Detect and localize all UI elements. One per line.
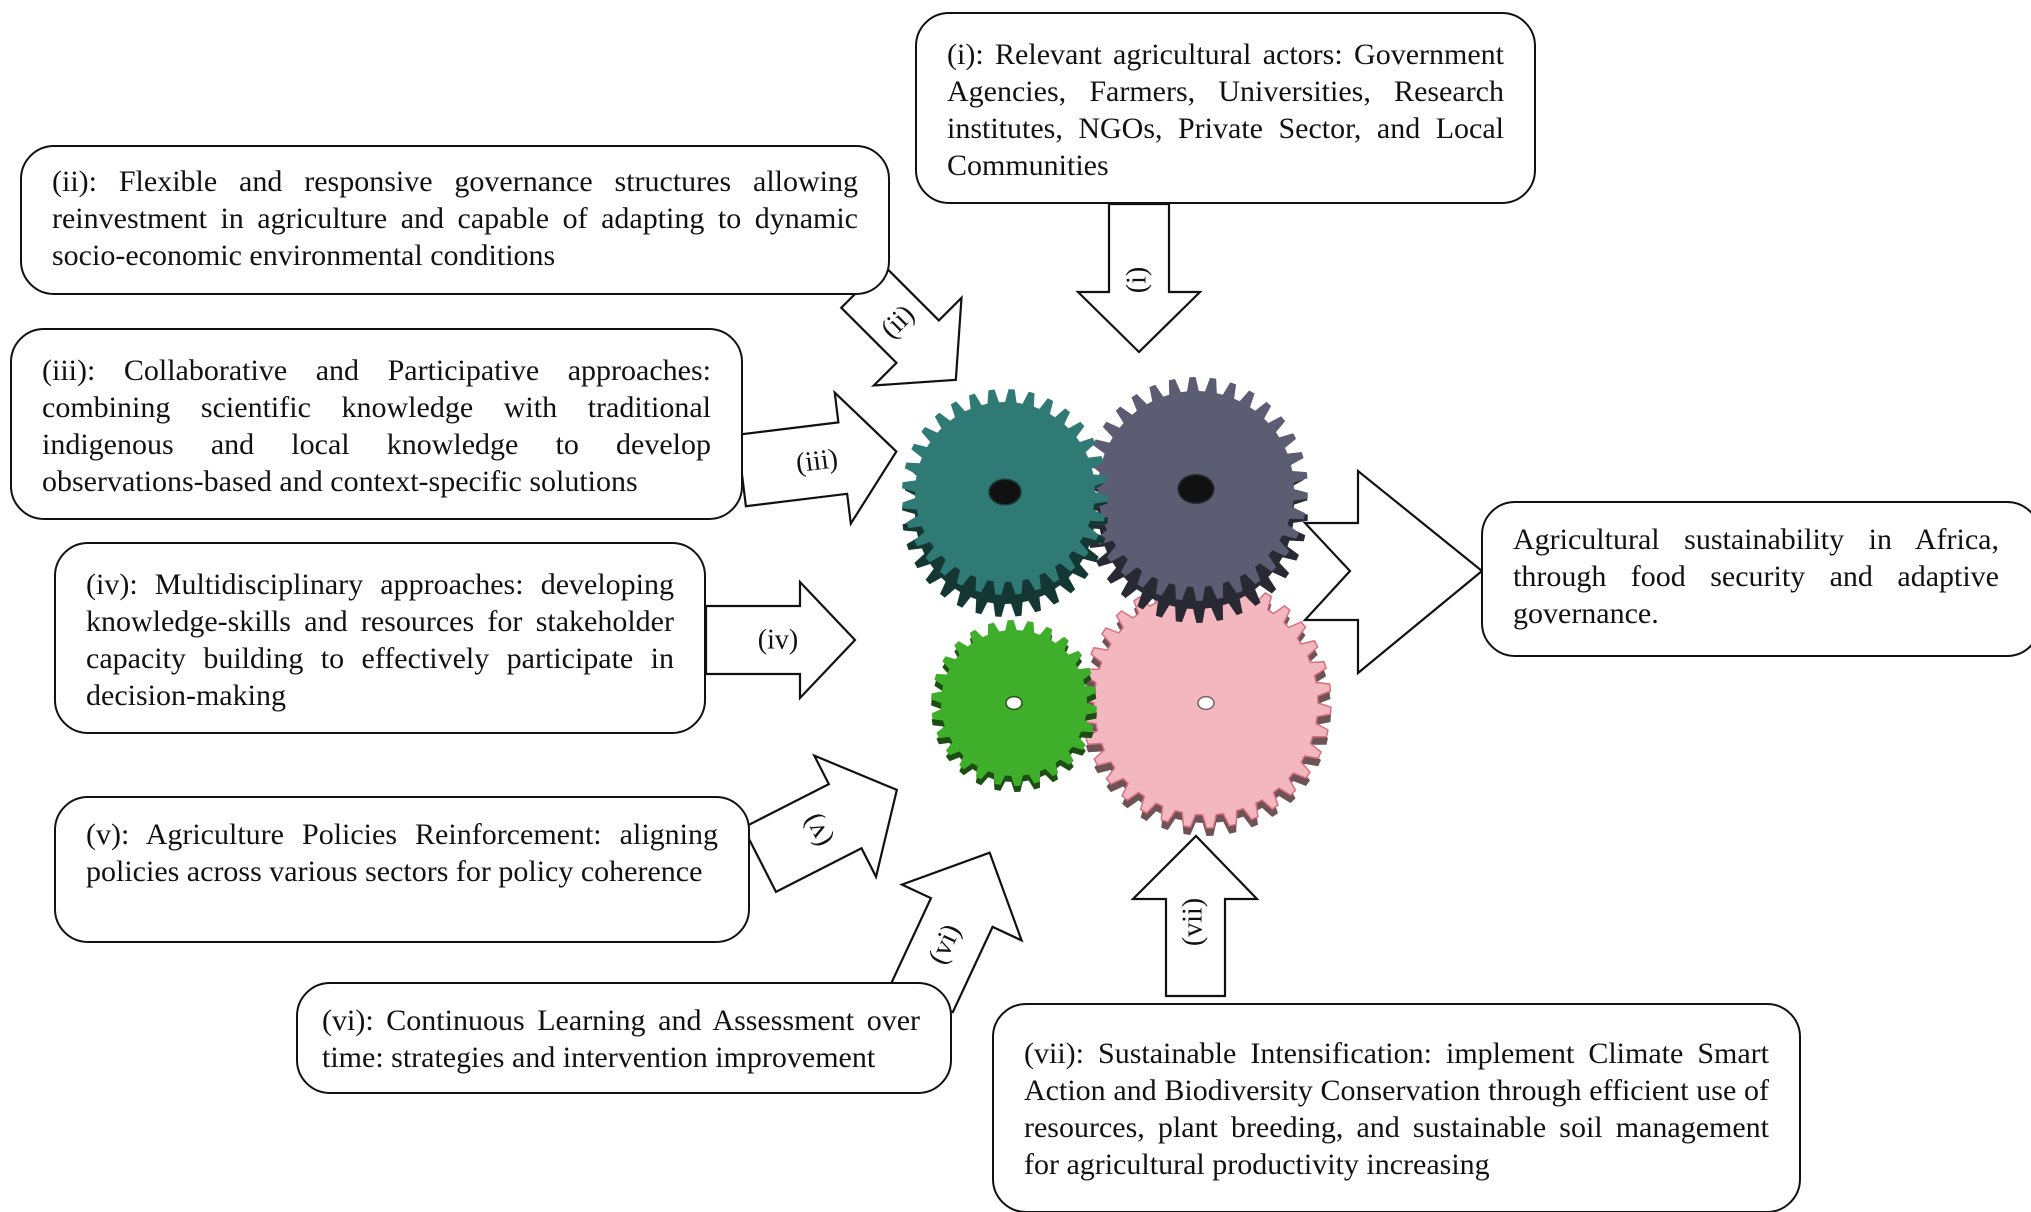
arrow-vii: (vii) bbox=[1130, 834, 1260, 998]
arrow-vi: (vi) bbox=[889, 851, 1024, 1014]
box-flexible-governance: (ii): Flexible and responsive governance… bbox=[20, 145, 890, 295]
arrow-to-outcome bbox=[1302, 468, 1484, 676]
box-v-text: (v): Agriculture Policies Reinforcement:… bbox=[86, 818, 718, 888]
arrow-label-vii: (vii) bbox=[1177, 898, 1208, 946]
box-ii-text: (ii): Flexible and responsive governance… bbox=[52, 165, 858, 272]
slate-gear-hub-hole bbox=[1177, 473, 1215, 505]
box-policies-reinforcement: (v): Agriculture Policies Reinforcement:… bbox=[54, 796, 750, 943]
box-sustainable-intensification: (vii): Sustainable Intensification: impl… bbox=[992, 1003, 1801, 1212]
gears-illustration bbox=[902, 377, 1332, 836]
box-i-text: (i): Relevant agricultural actors: Gover… bbox=[947, 38, 1504, 182]
arrow-label-i: (i) bbox=[1121, 267, 1152, 293]
teal-gear-icon bbox=[902, 389, 1108, 617]
box-vi-text: (vi): Continuous Learning and Assessment… bbox=[322, 1004, 920, 1074]
outcome-text: Agricultural sustainability in Africa, t… bbox=[1513, 523, 1999, 630]
box-relevant-actors: (i): Relevant agricultural actors: Gover… bbox=[915, 12, 1536, 204]
box-vii-text: (vii): Sustainable Intensification: impl… bbox=[1024, 1037, 1769, 1181]
box-iv-text: (iv): Multidisciplinary approaches: deve… bbox=[86, 568, 674, 712]
pink-gear-hub-hole bbox=[1197, 695, 1215, 711]
box-iii-text: (iii): Collaborative and Participative a… bbox=[42, 354, 711, 498]
arrow-i: (i) bbox=[1075, 202, 1203, 354]
box-continuous-learning: (vi): Continuous Learning and Assessment… bbox=[296, 982, 952, 1094]
box-collaborative-approaches: (iii): Collaborative and Participative a… bbox=[10, 328, 743, 520]
pink-gear-icon bbox=[1080, 577, 1332, 836]
slate-gear-icon bbox=[1084, 377, 1308, 623]
teal-gear-hub-hole bbox=[988, 478, 1022, 506]
arrow-iv: (iv) bbox=[704, 579, 857, 701]
arrow-ii: (ii) bbox=[839, 263, 963, 387]
arrow-label-iv: (iv) bbox=[758, 624, 798, 655]
green-gear-hub-hole bbox=[1005, 695, 1023, 711]
arrow-v: (v) bbox=[741, 753, 899, 894]
box-outcome: Agricultural sustainability in Africa, t… bbox=[1481, 501, 2031, 657]
arrow-label-iii: (iii) bbox=[794, 443, 839, 479]
box-multidisciplinary-approaches: (iv): Multidisciplinary approaches: deve… bbox=[54, 542, 706, 734]
arrow-iii: (iii) bbox=[735, 389, 898, 527]
green-gear-icon bbox=[931, 620, 1097, 792]
